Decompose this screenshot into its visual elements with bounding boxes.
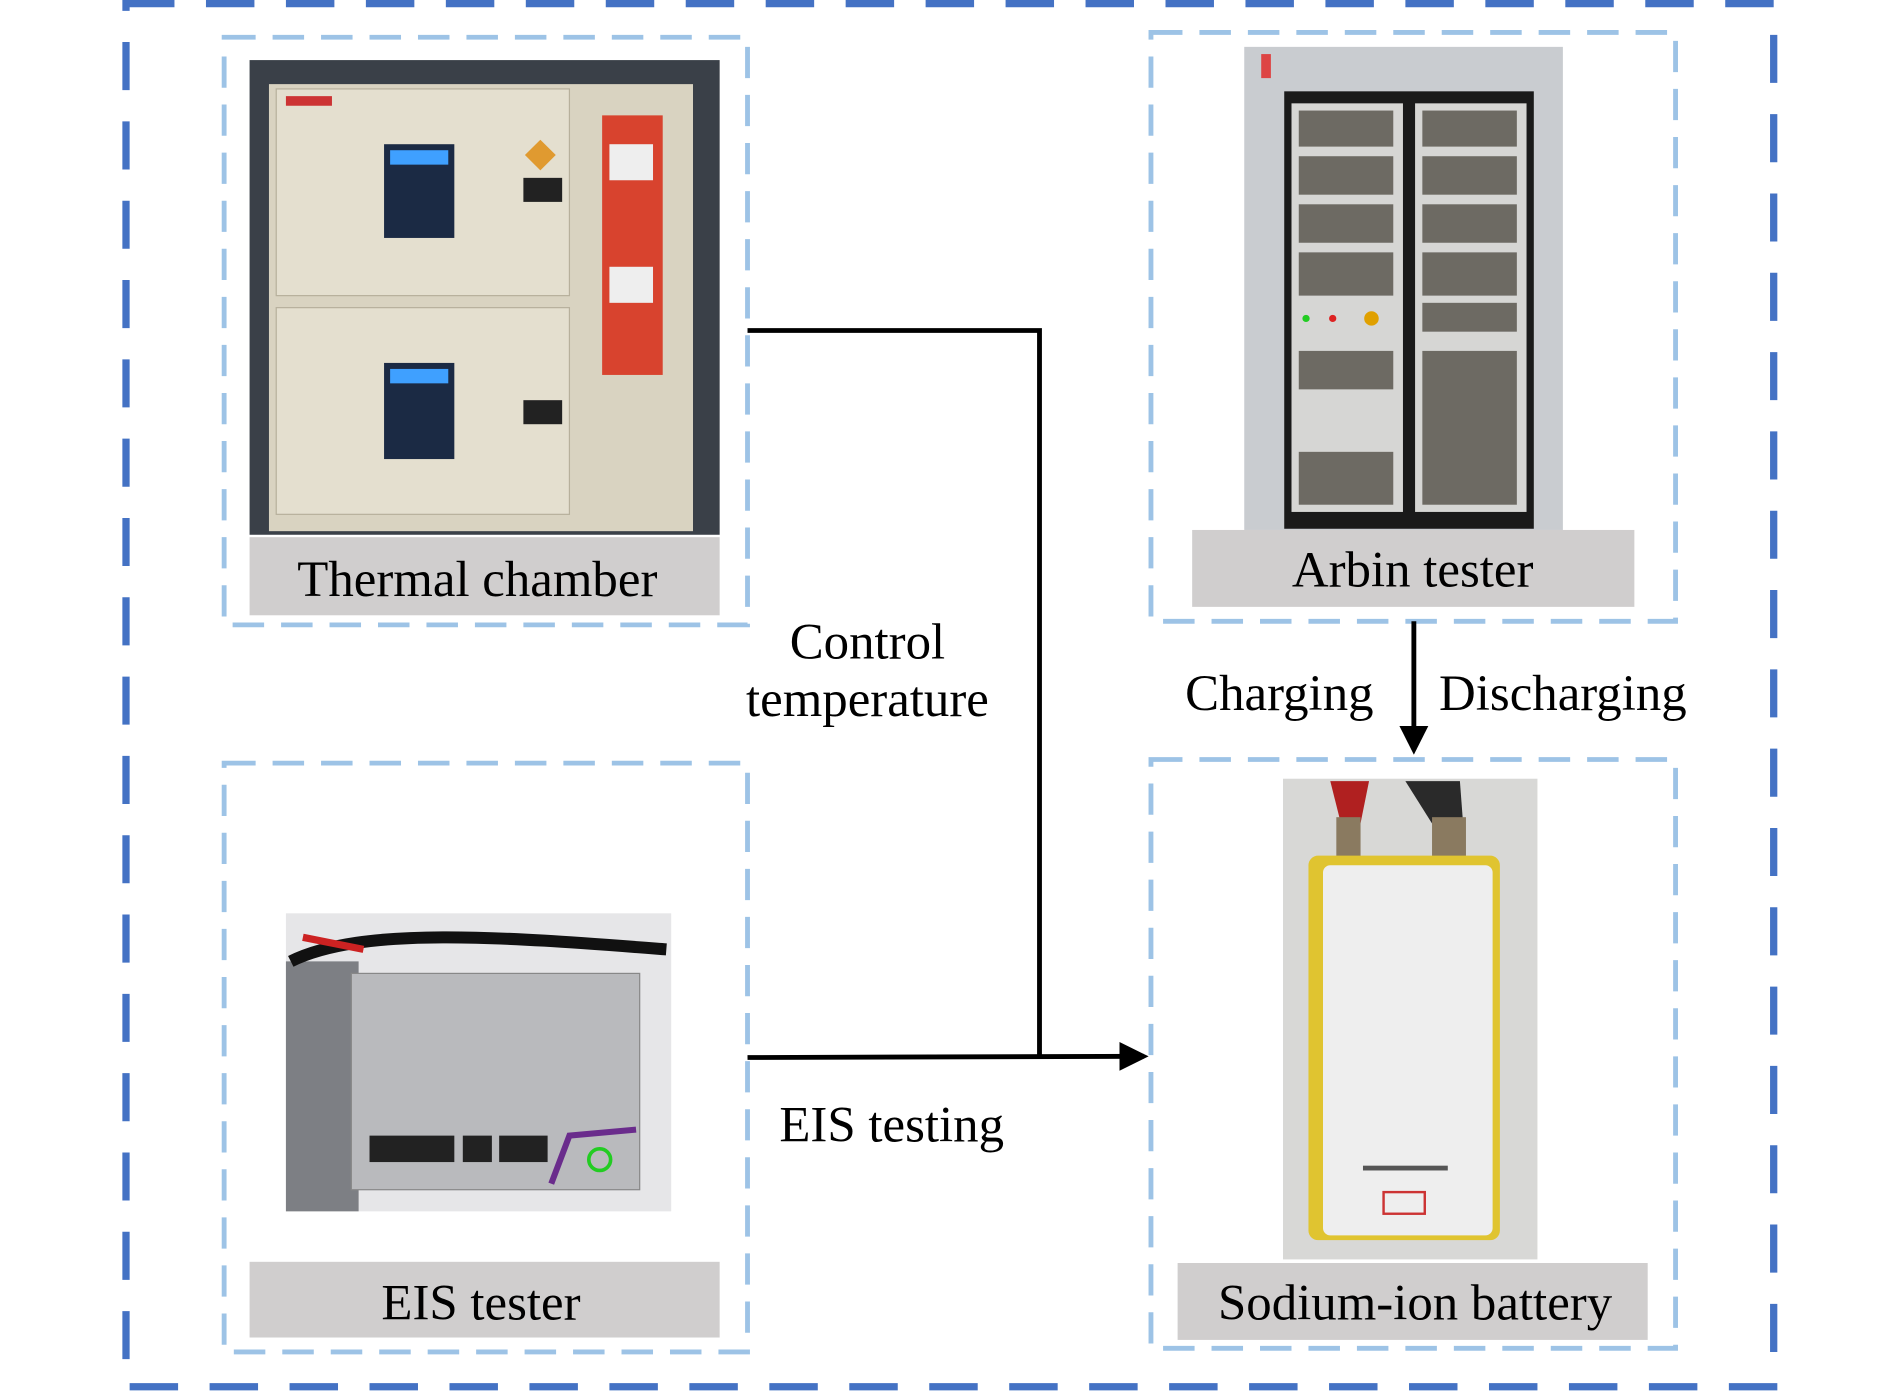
thermal-chamber-label: Thermal chamber [297, 551, 657, 607]
thermal-chamber-frame [221, 34, 750, 628]
arbin-tester-label: Arbin tester [1292, 542, 1534, 598]
discharging-label: Discharging [1439, 665, 1687, 721]
eis-tester-node: EIS tester [221, 760, 750, 1355]
battery-label-bg [1177, 1263, 1648, 1340]
arbin-tester-label-bg [1192, 529, 1635, 607]
eis-tester-frame [221, 760, 750, 1355]
thermal-chamber-label-bg [249, 537, 720, 616]
eis-testing-arrow [747, 1041, 1149, 1071]
eis-tester-label-bg [249, 1261, 720, 1338]
control-temperature-connector [747, 328, 1042, 1058]
thermal-chamber-photo [249, 60, 720, 535]
battery-node: Sodium-ion battery [1148, 757, 1678, 1351]
arbin-tester-photo [1244, 46, 1563, 530]
battery-photo [1283, 778, 1538, 1260]
battery-label: Sodium-ion battery [1218, 1275, 1613, 1331]
battery-frame [1148, 757, 1678, 1351]
eis-tester-photo [285, 913, 672, 1212]
eis-tester-label: EIS tester [381, 1275, 580, 1331]
temperature-label: temperature [746, 671, 989, 727]
outer-frame [122, 0, 1778, 1391]
charging-label: Charging [1185, 665, 1373, 721]
control-label: Control [790, 614, 945, 670]
eis-testing-label: EIS testing [779, 1097, 1004, 1153]
arbin-tester-node: Arbin tester [1148, 30, 1678, 624]
thermal-chamber-node: Thermal chamber [221, 34, 750, 628]
